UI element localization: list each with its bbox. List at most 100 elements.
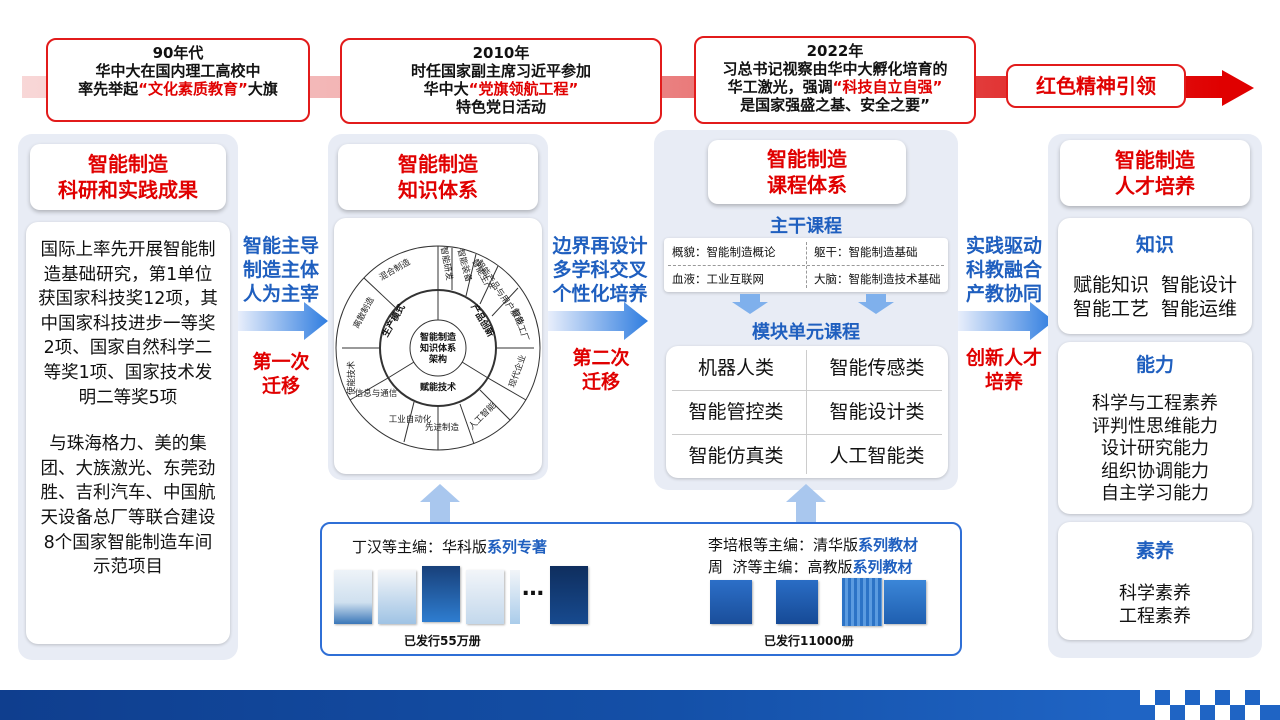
tl2-year: 2010年 xyxy=(472,44,530,62)
arrow2-top-text: 边界再设计 多学科交叉 个性化培养 xyxy=(550,234,650,306)
tl3-line4: 是国家强盛之基、安全之要” xyxy=(740,96,930,114)
ability-item: 自主学习能力 xyxy=(1101,483,1209,504)
arrow1-top-l1: 智能主导 xyxy=(242,235,319,257)
outer-ai: 人工智能 xyxy=(466,400,498,432)
arrow2-top-l3: 个性化培养 xyxy=(552,283,648,305)
book-cover-6 xyxy=(550,566,588,624)
arrow1-shape xyxy=(238,302,328,340)
timeline-arrow-head xyxy=(1222,70,1254,106)
panel2-title: 智能制造 知识体系 xyxy=(338,144,538,210)
arrow2-top-l2: 多学科交叉 xyxy=(552,259,648,281)
arrow2-top-l1: 边界再设计 xyxy=(552,235,648,257)
arrow2-bot-l2: 迁移 xyxy=(581,371,620,393)
core-down-arrow-right xyxy=(858,294,894,314)
center-l1: 智能制造 xyxy=(420,331,457,343)
panel1-para1: 国际上率先开展智能制造基础研究，第1单位获国家科技奖12项，其中国家科技进步一等… xyxy=(38,240,218,408)
tl1-line2: 华中大在国内理工高校中 xyxy=(95,62,261,80)
arrow1-bot-l1: 第一次 xyxy=(252,351,310,373)
footer-bar xyxy=(0,690,1120,720)
module-sensing: 智能传感类 xyxy=(829,357,925,379)
outer-discrete-mfg: 离散制造 xyxy=(351,295,377,331)
ability-item: 评判性思维能力 xyxy=(1092,415,1218,437)
arrow3-bot-l2: 培养 xyxy=(984,371,1023,393)
timeline-box-2010: 2010年 时任国家副主席习近平参加 华中大“党旗领航工程” 特色党日活动 xyxy=(340,38,662,124)
tl2-line2: 时任国家副主席习近平参加 xyxy=(410,62,591,80)
panel2-title-l1: 智能制造 xyxy=(398,152,478,176)
core-course-overview: 概貌：智能制造概论 xyxy=(672,245,776,259)
knowledge-line2: 智能工艺 智能运维 xyxy=(1072,298,1238,320)
module-ai: 人工智能类 xyxy=(829,445,925,467)
panel4-title-l2: 人才培养 xyxy=(1115,174,1195,198)
arrow2-bottom-text: 第二次 迁移 xyxy=(560,346,642,394)
panel3-title: 智能制造 课程体系 xyxy=(708,140,906,204)
book-cover-2 xyxy=(378,570,416,624)
literacy-card: 素养 科学素养 工程素养 xyxy=(1058,522,1252,640)
tl3-line3: 华工激光，强调“科技自立自强” xyxy=(727,78,943,96)
knowledge-wheel: 混合制造 离散制造 使能技术 智能研发 智能装备 智能生产 智能产品与用户服务 … xyxy=(335,245,541,451)
panel1-title-l2: 科研和实践成果 xyxy=(58,178,198,202)
tl3-line2: 习总书记视察由华中大孵化培育的 xyxy=(722,60,948,78)
module-robotics: 机器人类 xyxy=(697,357,774,379)
outer-modern-enterprise: 现代企业 xyxy=(507,353,529,389)
book-cover-10 xyxy=(884,580,926,624)
arrow1-top-l2: 制造主体 xyxy=(242,259,319,281)
ability-item: 设计研究能力 xyxy=(1101,438,1209,459)
tl2-line4: 特色党日活动 xyxy=(455,98,546,116)
center-l2: 知识体系 xyxy=(419,342,456,354)
outer-info-comm: 信息与通信 xyxy=(355,388,398,399)
books-right-caption-1: 李培根等主编：清华版系列教材 xyxy=(708,536,919,554)
knowledge-title: 知识 xyxy=(1135,234,1174,256)
book-cover-4 xyxy=(466,570,504,624)
outer-enabling-tech: 使能技术 xyxy=(346,361,357,396)
literacy-list: 科学素养 工程素养 xyxy=(1058,583,1252,628)
inner-enabling-tech: 赋能技术 xyxy=(420,381,456,393)
books-up-arrow-right xyxy=(786,484,826,524)
knowledge-card: 知识 赋能知识 智能设计 智能工艺 智能运维 xyxy=(1058,218,1252,334)
module-courses-title: 模块单元课程 xyxy=(752,322,860,343)
core-courses-title: 主干课程 xyxy=(770,216,842,237)
core-down-arrow-left xyxy=(732,294,768,314)
panel4-title: 智能制造 人才培养 xyxy=(1060,140,1250,206)
module-courses-card: 机器人类 智能传感类 智能管控类 智能设计类 智能仿真类 人工智能类 xyxy=(666,346,948,478)
core-course-tech: 大脑：智能制造技术基础 xyxy=(814,272,941,286)
books-left-count: 已发行55万册 xyxy=(404,634,481,648)
arrow1-top-l3: 人为主宰 xyxy=(242,283,319,305)
panel3-title-l2: 课程体系 xyxy=(767,173,847,197)
ability-item: 科学与工程素养 xyxy=(1092,393,1218,414)
book-cover-8 xyxy=(776,580,818,624)
book-cover-9 xyxy=(842,578,882,626)
panel1-para2: 与珠海格力、美的集团、大族激光、东莞劲胜、吉利汽车、中国航天设备总厂等联合建设8… xyxy=(40,434,216,578)
ability-title: 能力 xyxy=(1135,354,1174,376)
arrow3-shape xyxy=(958,302,1054,340)
module-h-divider-1 xyxy=(672,390,942,391)
red-spirit-label: 红色精神引领 xyxy=(1006,64,1186,108)
panel3-title-l1: 智能制造 xyxy=(767,147,847,171)
panel1-title-l1: 智能制造 xyxy=(88,152,168,176)
knowledge-line1: 赋能知识 智能设计 xyxy=(1072,274,1238,296)
arrow1-top-text: 智能主导 制造主体 人为主宰 xyxy=(240,234,322,306)
panel4-title-l1: 智能制造 xyxy=(1115,148,1195,172)
books-up-arrow-left xyxy=(420,484,460,524)
arrow3-top-l2: 科教融合 xyxy=(965,259,1042,281)
core-course-basics: 躯干：智能制造基础 xyxy=(814,245,918,259)
panel1-title: 智能制造 科研和实践成果 xyxy=(30,144,226,210)
book-cover-3 xyxy=(422,566,460,622)
inner-production-mode: 生产模式 xyxy=(379,302,407,339)
tl1-line3: 率先举起“文化素质教育”大旗 xyxy=(78,80,278,98)
module-control: 智能管控类 xyxy=(688,401,784,423)
ability-card: 能力 科学与工程素养 评判性思维能力 设计研究能力 组织协调能力 自主学习能力 xyxy=(1058,342,1252,514)
outer-industrial-automation: 工业自动化 xyxy=(389,414,432,425)
core-h-divider xyxy=(668,265,944,267)
panel2-title-l2: 知识体系 xyxy=(398,178,478,202)
arrow3-top-l3: 产教协同 xyxy=(965,283,1042,305)
literacy-title: 素养 xyxy=(1135,540,1174,562)
arrow3-top-l1: 实践驱动 xyxy=(965,235,1042,257)
module-v-divider xyxy=(806,350,807,474)
arrow1-bottom-text: 第一次 迁移 xyxy=(240,350,322,398)
arrow3-bottom-text: 创新人才 培养 xyxy=(962,346,1046,394)
panel1-body-card: 国际上率先开展智能制造基础研究，第1单位获国家科技奖12项，其中国家科技进步一等… xyxy=(26,222,230,644)
arrow3-bot-l1: 创新人才 xyxy=(965,347,1042,369)
book-cover-7 xyxy=(710,580,752,624)
timeline-box-2022: 2022年 习总书记视察由华中大孵化培育的 华工激光，强调“科技自立自强” 是国… xyxy=(694,36,976,124)
arrow3-top-text: 实践驱动 科教融合 产教协同 xyxy=(962,234,1046,306)
